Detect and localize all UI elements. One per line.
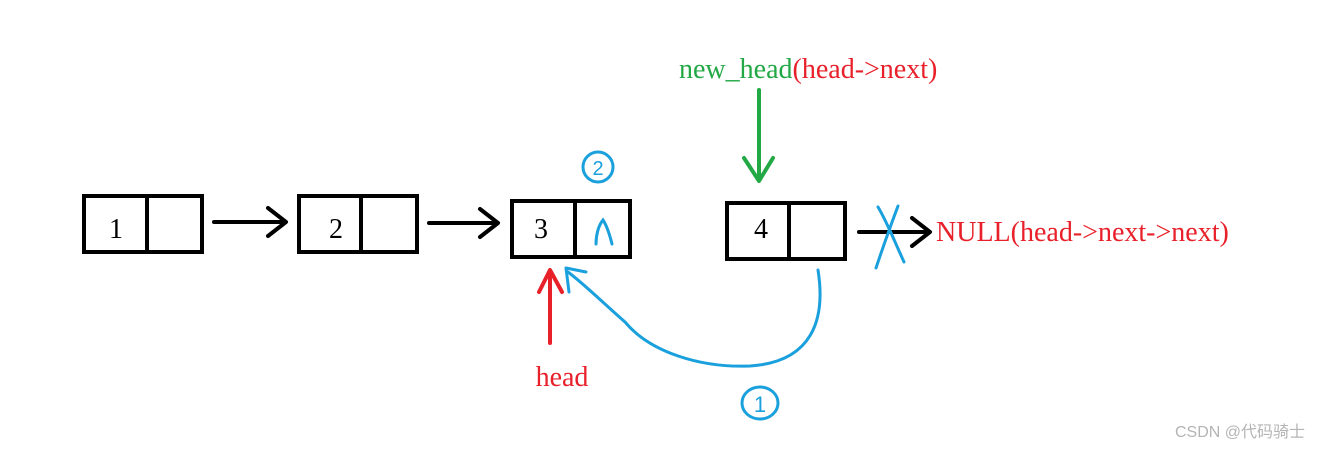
null-mark-icon [594,217,614,246]
arrow-2-to-3 [427,207,500,239]
node-4-value: 4 [754,214,768,245]
step-one-label: 1 [754,392,766,417]
arrow-1-to-2 [212,206,288,238]
new-head-label: new_head(head->next) [679,54,937,85]
node-3-value: 3 [534,214,548,245]
null-label: NULL(head->next->next) [936,217,1229,248]
node-1-value: 1 [109,214,123,245]
node-3: 3 [510,199,632,259]
node-2-value: 2 [329,214,343,245]
cross-out-icon [874,204,906,270]
step-two-marker: 2 [581,150,615,184]
head-arrow [537,268,564,345]
new-head-arrow [742,88,775,183]
node-2: 2 [297,194,419,254]
head-label: head [536,362,589,393]
node-1: 1 [82,194,204,254]
step-one-marker: 1 [740,385,780,421]
new-head-expression: (head->next) [793,54,938,85]
new-head-name: new_head [679,54,793,85]
step-two-label: 2 [592,158,603,180]
node-4: 4 [725,201,847,261]
arrow-4-to-null [857,216,932,248]
watermark: CSDN @代码骑士 [1175,423,1305,441]
reverse-link-arrow [564,266,822,368]
